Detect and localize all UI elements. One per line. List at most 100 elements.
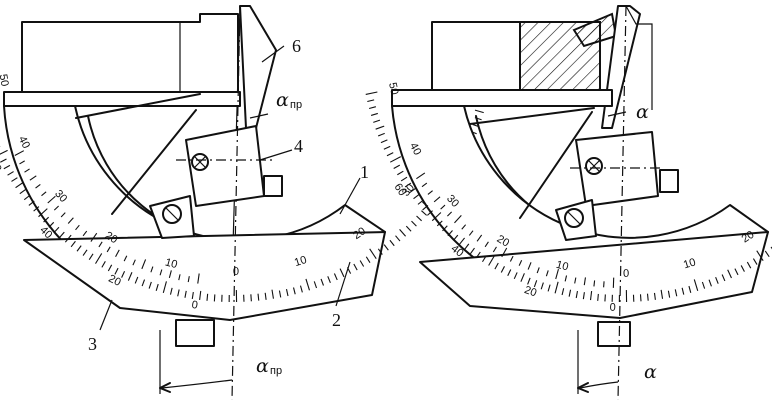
vernier-tick bbox=[593, 280, 596, 287]
main-scale-number: 50 bbox=[0, 73, 11, 87]
main-scale-numbers-right: 504030201001020304050 bbox=[386, 81, 757, 280]
main-scale-tick bbox=[411, 220, 417, 227]
main-scale-number: 10 bbox=[555, 259, 570, 274]
main-scale-tick bbox=[250, 294, 252, 302]
main-scale-tick bbox=[734, 268, 739, 276]
vernier-tick bbox=[518, 259, 523, 266]
main-scale-tick bbox=[292, 287, 296, 295]
vernier-tick bbox=[82, 230, 88, 237]
angle-pointer bbox=[249, 113, 269, 119]
main-scale-ticks-right bbox=[365, 91, 772, 302]
main-scale-tick bbox=[752, 258, 758, 265]
vernier-tick bbox=[90, 232, 98, 242]
main-scale-tick bbox=[199, 290, 202, 301]
vernier-tick bbox=[60, 212, 66, 218]
main-scale-tick bbox=[380, 139, 388, 144]
main-scale-tick bbox=[313, 281, 318, 289]
dim-arrow bbox=[159, 382, 171, 393]
main-scale-tick bbox=[299, 285, 303, 293]
main-scale-tick bbox=[436, 220, 443, 227]
hatched-tip bbox=[572, 12, 618, 48]
angle-dim-line-right bbox=[579, 381, 619, 389]
vernier-number: 0 bbox=[191, 299, 199, 312]
main-scale-tick bbox=[43, 216, 50, 223]
main-scale-tick bbox=[488, 254, 496, 266]
vernier-tick bbox=[433, 196, 441, 203]
main-scale-number: 10 bbox=[164, 256, 179, 271]
vernier-plate bbox=[23, 231, 386, 321]
main-scale-tick bbox=[513, 272, 518, 280]
main-scale-tick bbox=[582, 292, 585, 300]
main-scale-tick bbox=[339, 268, 345, 278]
main-scale-tick bbox=[389, 156, 402, 163]
main-scale-tick bbox=[141, 279, 146, 287]
vernier-number: 0 bbox=[609, 302, 616, 314]
main-scale-tick bbox=[11, 177, 18, 182]
vernier-tick bbox=[178, 274, 181, 281]
main-scale-tick bbox=[373, 119, 381, 123]
main-scale-tick bbox=[359, 260, 365, 267]
vernier-tick bbox=[454, 214, 462, 224]
main-scale-tick bbox=[353, 263, 358, 271]
main-scale-number: 0 bbox=[233, 266, 239, 278]
center-line bbox=[231, 5, 241, 401]
main-scale-tick bbox=[561, 288, 565, 296]
vernier-tick bbox=[47, 195, 56, 204]
main-scale-tick bbox=[681, 287, 685, 295]
main-scale-tick bbox=[320, 278, 325, 286]
main-scale-tick bbox=[114, 267, 119, 275]
vernier-tick bbox=[476, 234, 483, 242]
main-scale-tick bbox=[191, 291, 194, 300]
blade-edge-right bbox=[625, 5, 653, 110]
locking-screw-cross bbox=[193, 155, 207, 169]
vernier-tick bbox=[468, 230, 474, 236]
vernier-ticks bbox=[14, 150, 200, 284]
main-scale-number: 20 bbox=[351, 225, 368, 242]
vernier-tick bbox=[197, 273, 200, 284]
angle-label-top: α bbox=[276, 89, 289, 111]
main-scale-number: 10 bbox=[293, 254, 308, 269]
main-scale-tick bbox=[527, 277, 531, 285]
main-scale-tick bbox=[88, 253, 94, 260]
main-scale-tick bbox=[70, 240, 76, 248]
main-scale-tick bbox=[369, 248, 377, 260]
brace-left bbox=[75, 93, 201, 119]
main-scale-tick bbox=[169, 287, 173, 295]
main-scale-tick bbox=[305, 278, 311, 291]
main-scale-tick bbox=[48, 221, 55, 228]
main-scale-number: 0 bbox=[623, 268, 629, 280]
main-scale-tick bbox=[148, 281, 152, 289]
brace-diag bbox=[111, 109, 197, 215]
main-scale-tick bbox=[399, 229, 407, 237]
brace-right bbox=[469, 107, 595, 125]
angle-dim-line bbox=[161, 379, 233, 389]
main-scale-tick bbox=[383, 244, 389, 251]
main-scale-number: 20 bbox=[740, 229, 757, 246]
main-scale-tick bbox=[134, 276, 139, 284]
thumb-nut bbox=[263, 175, 283, 197]
stem bbox=[175, 319, 215, 347]
main-scale-tick bbox=[475, 251, 481, 259]
vernier-tick bbox=[159, 269, 163, 276]
locking-block-right bbox=[575, 131, 659, 207]
main-scale-tick bbox=[393, 164, 401, 170]
main-scale-tick bbox=[417, 199, 424, 205]
main-scale-tick bbox=[162, 281, 167, 293]
main-scale-tick bbox=[756, 250, 764, 262]
main-scale-tick bbox=[59, 231, 65, 238]
main-scale-tick bbox=[377, 132, 385, 137]
main-scale-tick bbox=[333, 273, 338, 281]
main-scale-tick bbox=[442, 225, 448, 232]
vernier-plate-right bbox=[419, 231, 769, 319]
leader-3 bbox=[99, 299, 113, 331]
main-scale-tick bbox=[184, 290, 187, 298]
main-scale-tick bbox=[667, 290, 671, 298]
vernier-tick bbox=[75, 224, 80, 231]
main-scale-tick bbox=[377, 248, 383, 255]
main-scale-tick bbox=[121, 271, 126, 278]
main-scale-number: 20 bbox=[495, 233, 512, 250]
angle-label-bottom-right: α bbox=[644, 361, 657, 383]
